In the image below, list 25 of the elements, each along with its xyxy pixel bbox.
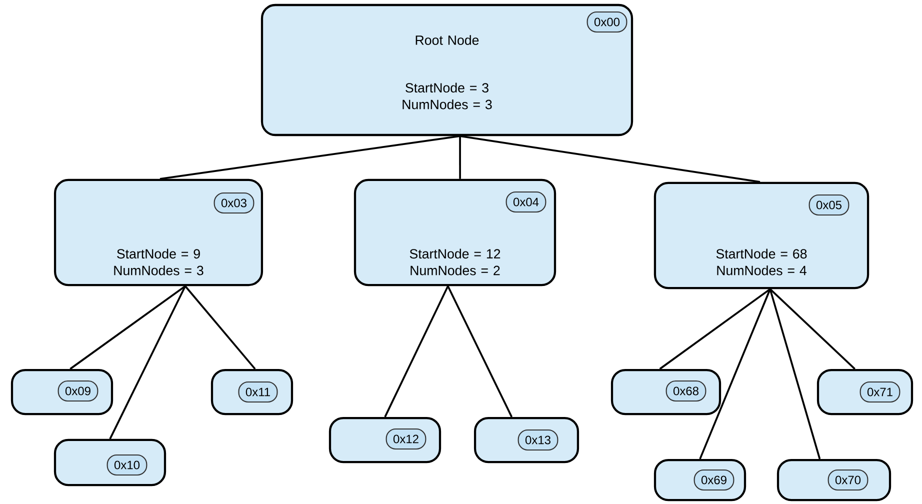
connector-line (659, 288, 771, 370)
connector-line (184, 286, 256, 370)
connector-line (447, 286, 513, 418)
address-badge: 0x04 (506, 191, 546, 213)
address-badge: 0x12 (386, 428, 426, 450)
connector-line (699, 288, 771, 460)
connector-line (384, 286, 449, 418)
connector-line (460, 135, 760, 183)
address-badge: 0x09 (58, 380, 98, 402)
connector-line (109, 286, 186, 440)
address-badge: 0x03 (214, 192, 254, 214)
address-badge: 0x69 (694, 469, 734, 491)
address-badge: 0x05 (808, 194, 850, 216)
address-badge: 0x70 (828, 469, 868, 491)
address-badge: 0x13 (518, 429, 558, 451)
connector-line (769, 288, 821, 460)
connector-line (459, 136, 461, 179)
connector-line (769, 288, 856, 370)
address-badge: 0x71 (860, 381, 900, 403)
address-badge: 0x00 (586, 11, 628, 33)
connector-line (160, 135, 460, 180)
address-badge: 0x10 (106, 454, 148, 476)
address-badge: 0x11 (238, 381, 278, 403)
address-badge: 0x68 (666, 380, 706, 402)
connector-line (70, 285, 186, 370)
